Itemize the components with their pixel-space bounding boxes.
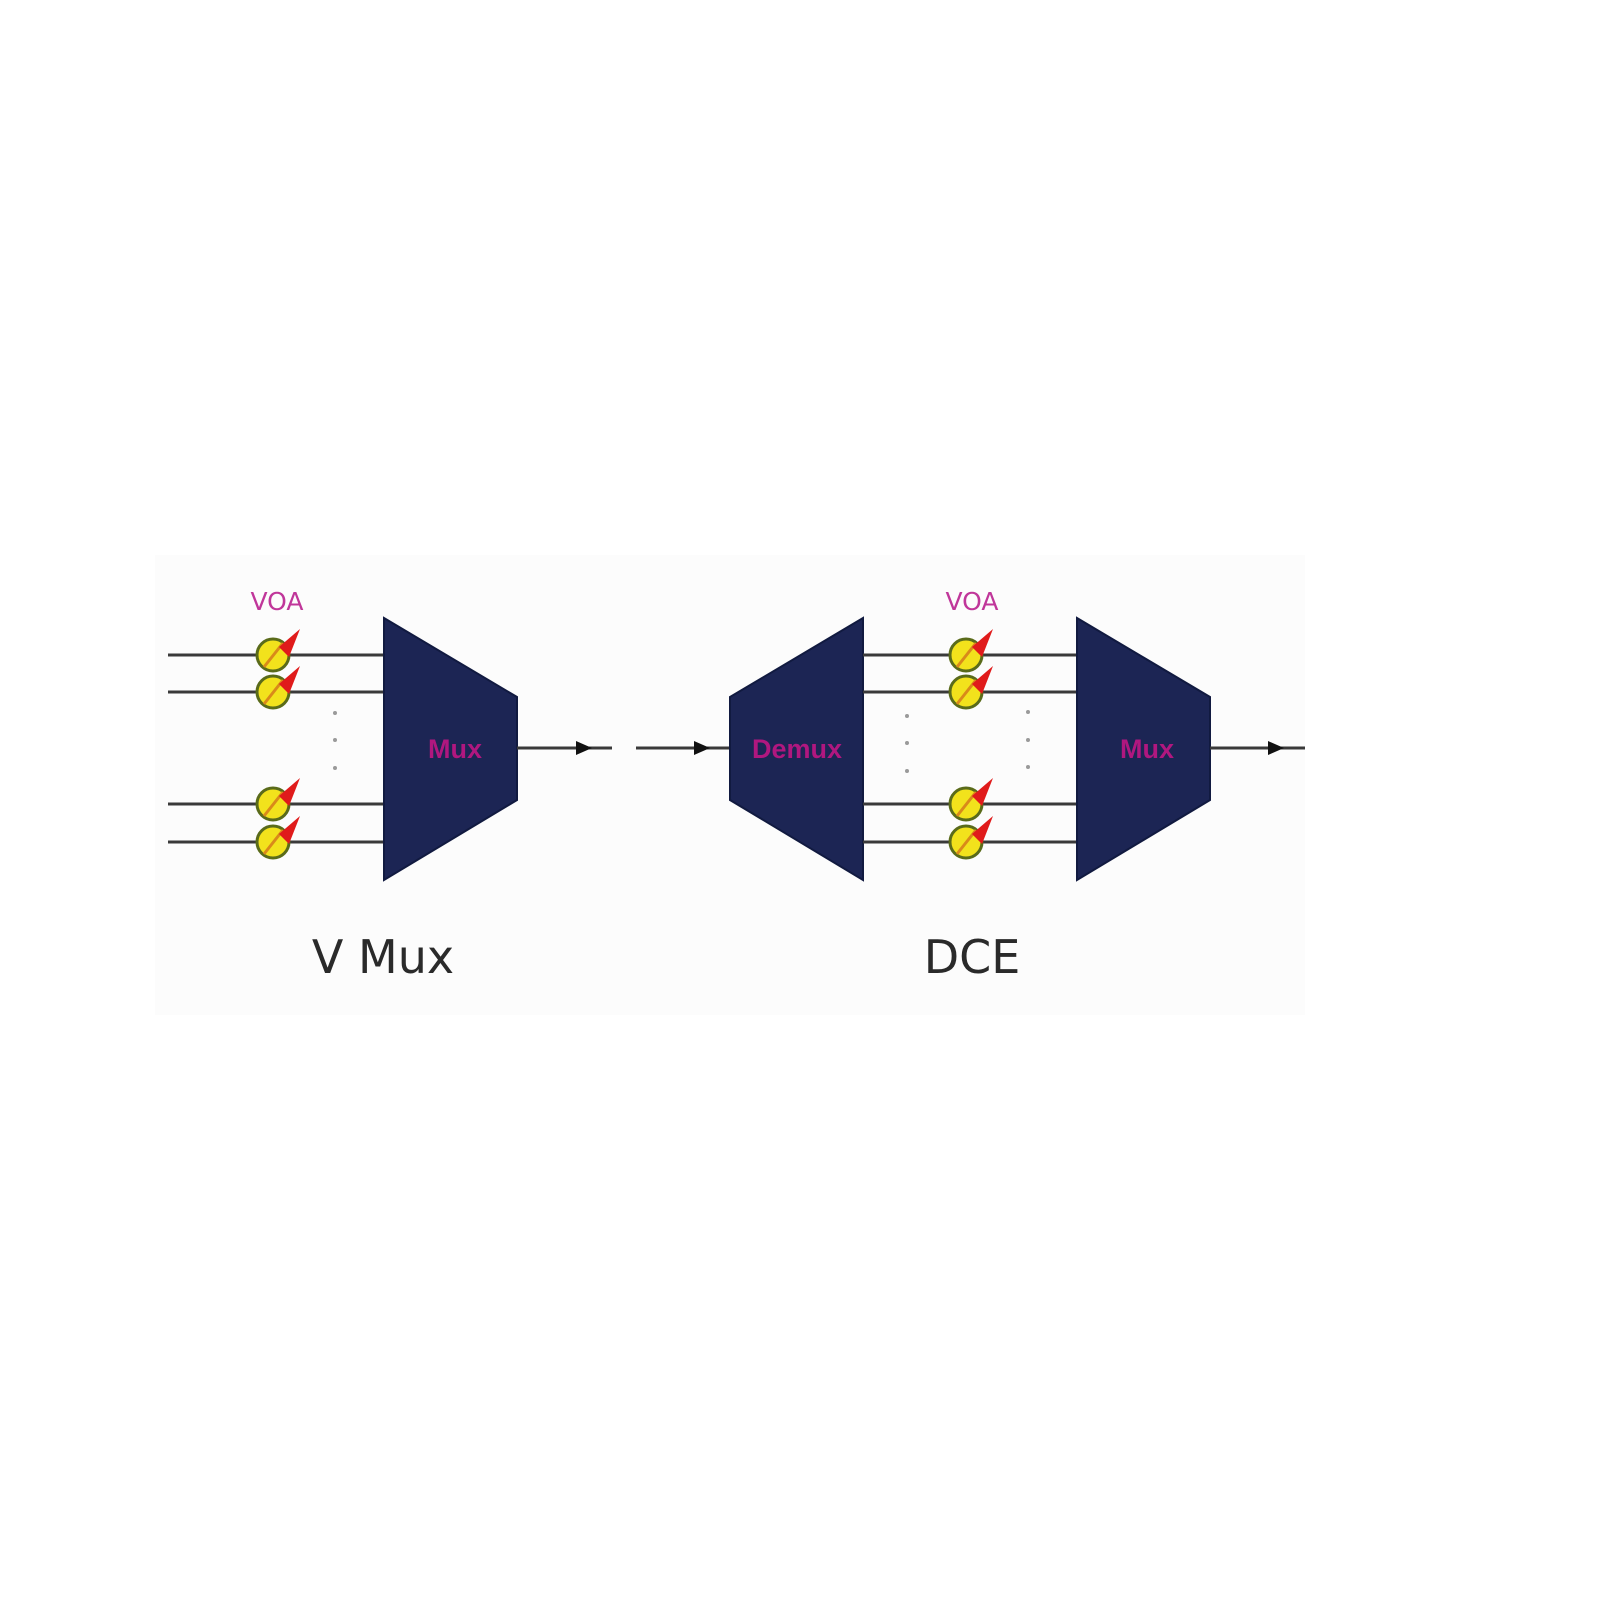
vmux-ellipsis-dots — [333, 711, 337, 770]
vmux-section: VOA Mux V Mux — [168, 587, 612, 984]
dce-voa-label: VOA — [945, 587, 998, 616]
arrow-right-icon — [694, 741, 710, 755]
dce-demux-block — [729, 616, 864, 882]
dce-demux-label: Demux — [752, 734, 842, 764]
vmux-title: V Mux — [312, 930, 454, 984]
dce-title: DCE — [924, 930, 1021, 984]
dce-section: Demux VOA Mux DCE — [636, 587, 1305, 984]
arrow-right-icon — [1268, 741, 1284, 755]
vmux-voa-label: VOA — [250, 587, 303, 616]
vmux-mux-label: Mux — [428, 734, 482, 764]
dce-ellipsis-dots — [905, 710, 1030, 773]
vmux-mux-block — [383, 616, 518, 882]
dce-mux-block — [1076, 616, 1211, 882]
dce-mux-label: Mux — [1120, 734, 1174, 764]
arrow-right-icon — [576, 741, 592, 755]
